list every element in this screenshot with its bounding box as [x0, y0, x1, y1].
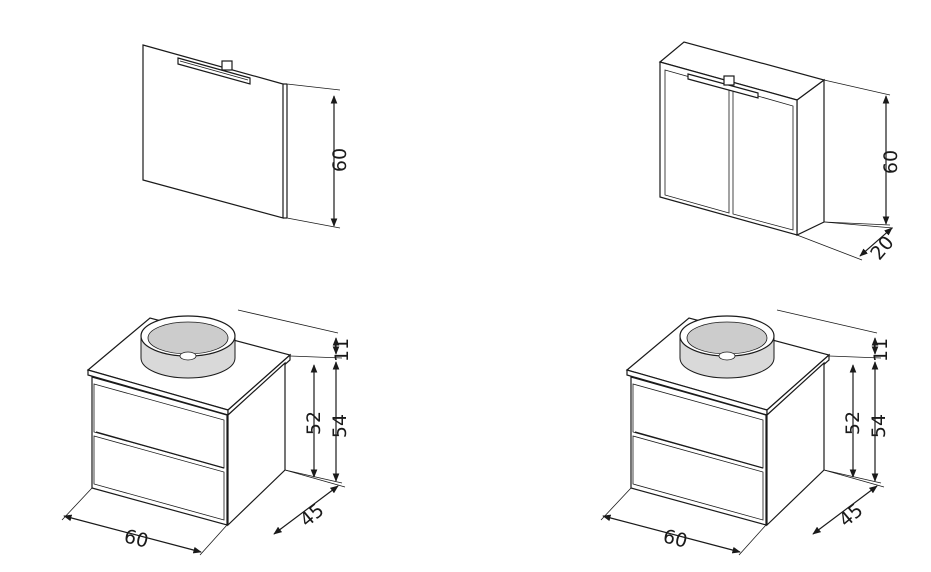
lamp-icon — [177, 57, 251, 85]
basin-icon — [679, 315, 775, 379]
cabinet-depth-label: 20 — [866, 232, 898, 265]
cabinet-height-label: 52 — [303, 411, 325, 435]
cabinet-height-label: 52 — [842, 411, 864, 435]
total-height-label: 54 — [329, 414, 351, 438]
cabinet-height-label: 60 — [880, 150, 902, 174]
vanity-left-drawing: 11 52 54 60 45 — [61, 309, 353, 556]
cabinet-lamp-icon — [687, 73, 759, 99]
depth-dim-line — [812, 485, 878, 535]
cabinet-depth-dim-line — [859, 227, 893, 257]
mirror-drawing: 60 — [142, 44, 351, 229]
mirror-height-label: 60 — [329, 148, 351, 172]
width-label: 60 — [122, 525, 151, 552]
depth-label: 45 — [835, 499, 868, 531]
total-height-label: 54 — [868, 414, 890, 438]
width-dim-line — [602, 514, 741, 554]
drawer-lower — [93, 435, 225, 521]
cabinet-side — [796, 78, 825, 236]
width-label: 60 — [661, 525, 690, 552]
drawer-lower — [632, 435, 764, 521]
depth-dim-line — [273, 485, 339, 535]
basin-height-label: 11 — [870, 338, 892, 362]
basin-height-label: 11 — [331, 338, 353, 362]
vanity-right-drawing: 11 52 54 60 45 — [600, 309, 892, 556]
basin-icon — [140, 315, 236, 379]
width-dim-line — [63, 514, 202, 554]
mirror-cabinet-drawing: 60 20 — [658, 41, 902, 265]
depth-label: 45 — [296, 499, 329, 531]
